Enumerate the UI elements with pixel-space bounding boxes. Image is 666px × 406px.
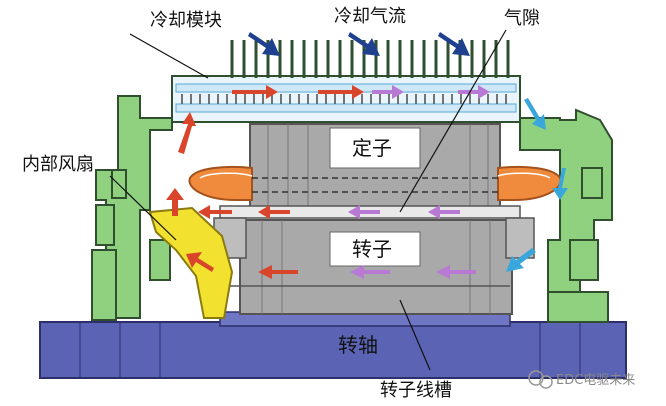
right-housing [519, 108, 613, 323]
label-air-gap: 气隙 [504, 8, 540, 29]
cooling-module [171, 40, 521, 123]
cooled-air-arrows [506, 98, 568, 272]
watermark-text: EDC电驱未来 [556, 373, 635, 388]
arrow-red-2 [318, 85, 364, 99]
label-cooling-module: 冷却模块 [150, 10, 222, 31]
label-rotor-slot: 转子线槽 [380, 380, 452, 401]
label-rotor: 转子 [352, 237, 392, 261]
label-stator: 定子 [352, 136, 392, 160]
fan-flow-arrows [166, 112, 214, 272]
rotor-core [213, 217, 535, 315]
arrow-red-1 [232, 85, 278, 99]
label-internal-fan: 内部风扇 [22, 154, 94, 175]
external-airflow-arrows [248, 32, 470, 56]
cooler-airflow-arrows [232, 85, 490, 99]
arrow-purple-1 [372, 85, 404, 99]
winding-conductors [252, 177, 498, 193]
left-housing [91, 95, 173, 321]
label-shaft: 转轴 [338, 333, 378, 357]
leader-lines [109, 29, 507, 371]
air-gap-arrows [198, 205, 460, 219]
label-cooling-airflow: 冷却气流 [334, 6, 406, 27]
arrow-purple-2 [458, 85, 490, 99]
wechat-icon [528, 370, 553, 389]
rotor-slot-arrows [258, 265, 476, 279]
watermark: EDC电驱未来 [528, 370, 635, 389]
shaft [39, 311, 627, 379]
stator-core [249, 123, 501, 217]
